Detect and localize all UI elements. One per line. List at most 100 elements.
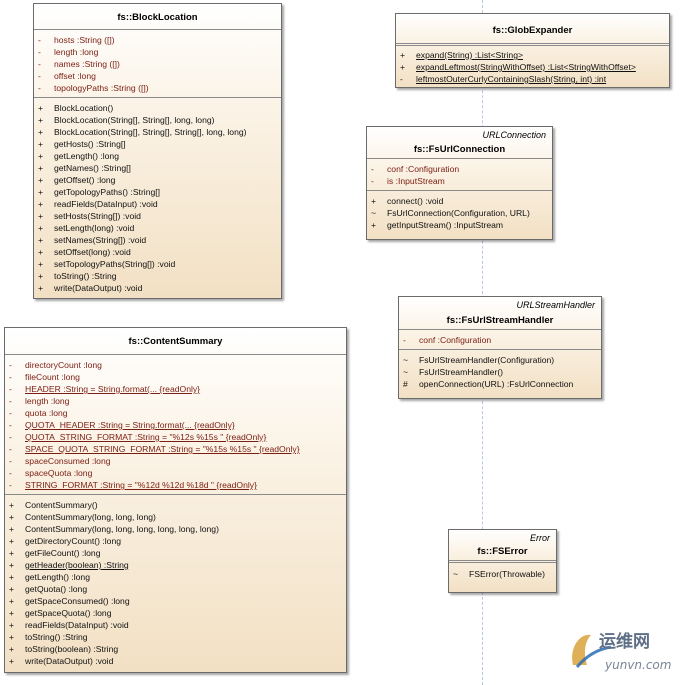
visibility-marker: +: [38, 235, 44, 245]
operation-text: getHosts() :String[]: [54, 139, 126, 149]
visibility-marker: -: [9, 384, 12, 394]
visibility-marker: ~: [403, 367, 409, 377]
operation-text: getFileCount() :long: [25, 548, 101, 558]
visibility-marker: +: [9, 584, 15, 594]
operation-text: ContentSummary(): [25, 500, 98, 510]
watermark-swoosh-icon: [572, 634, 612, 668]
operation-text: ContentSummary(long, long, long): [25, 512, 156, 522]
visibility-marker: +: [9, 560, 15, 570]
attribute-row: -directoryCount :long: [5, 359, 346, 371]
operation-row: ~FsUrlStreamHandler(): [399, 366, 601, 378]
operation-row: +ContentSummary(long, long, long, long, …: [5, 523, 346, 535]
operations-section: +ContentSummary() +ContentSummary(long, …: [5, 495, 346, 670]
class-block-location[interactable]: fs::BlockLocation -hosts :String ([]) -l…: [33, 3, 282, 299]
class-glob-expander[interactable]: fs::GlobExpander +expand(String) :List<S…: [395, 13, 670, 88]
operation-text: toString() :String: [25, 632, 88, 642]
class-stereotype: Error: [530, 533, 550, 543]
class-fs-url-stream-handler[interactable]: URLStreamHandler fs::FsUrlStreamHandler …: [398, 296, 602, 399]
visibility-marker: +: [9, 524, 15, 534]
operation-text: readFields(DataInput) :void: [25, 620, 129, 630]
visibility-marker: +: [38, 199, 44, 209]
attribute-row: -conf :Configuration: [399, 334, 601, 346]
operation-row: + setLength(long) :void: [34, 222, 281, 234]
visibility-marker: -: [38, 35, 41, 45]
operation-row: +write(DataOutput) :void: [34, 282, 281, 294]
visibility-marker: +: [371, 220, 377, 230]
operation-text: getQuota() :long: [25, 584, 88, 594]
class-title: fs::FSError: [477, 546, 528, 557]
attribute-row: -conf :Configuration: [367, 163, 552, 175]
operation-row: +ContentSummary(long, long, long): [5, 511, 346, 523]
class-title: fs::BlockLocation: [117, 12, 198, 23]
class-header: Error fs::FSError: [449, 530, 556, 561]
class-fs-url-connection[interactable]: URLConnection fs::FsUrlConnection -conf …: [366, 126, 553, 240]
attribute-text: fileCount :long: [25, 372, 80, 382]
attributes-section: -conf :Configuration: [399, 330, 601, 350]
visibility-marker: -: [371, 164, 374, 174]
attribute-text: length :long: [25, 396, 70, 406]
attribute-row: -is :InputStream: [367, 175, 552, 187]
visibility-marker: -: [9, 480, 12, 490]
visibility-marker: -: [38, 47, 41, 57]
visibility-marker: +: [38, 187, 44, 197]
class-header: URLStreamHandler fs::FsUrlStreamHandler: [399, 297, 601, 330]
operations-section: ~FSError(Throwable): [449, 563, 556, 583]
operation-row: +getSpaceQuota() :long: [5, 607, 346, 619]
attributes-section: [396, 44, 669, 46]
visibility-marker: ~: [453, 569, 459, 579]
class-title: fs::FsUrlStreamHandler: [446, 315, 554, 326]
operation-text: BlockLocation(String[], String[], long, …: [54, 115, 215, 125]
visibility-marker: ~: [371, 208, 377, 218]
visibility-marker: -: [9, 360, 12, 370]
visibility-marker: +: [9, 536, 15, 546]
attribute-text: QUOTA_STRING_FORMAT :String = "%12s %15s…: [25, 432, 267, 442]
operation-row: +toString(boolean) :String: [5, 643, 346, 655]
operation-text: expandLeftmost(StringWithOffset) :List<S…: [416, 62, 636, 72]
operations-section: +BlockLocation() +BlockLocation(String[]…: [34, 98, 281, 297]
attribute-row: -offset :long: [34, 70, 281, 82]
visibility-marker: +: [38, 223, 44, 233]
operation-row: +getNames() :String[]: [34, 162, 281, 174]
attribute-text: length :long: [54, 47, 99, 57]
visibility-marker: +: [38, 247, 44, 257]
class-fs-error[interactable]: Error fs::FSError ~FSError(Throwable): [448, 529, 557, 593]
class-content-summary[interactable]: fs::ContentSummary -directoryCount :long…: [4, 327, 347, 673]
operation-row: +setHosts(String[]) :void: [34, 210, 281, 222]
operation-text: FsUrlStreamHandler(Configuration): [419, 355, 555, 365]
attributes-section: -directoryCount :long - fileCount :long -…: [5, 355, 346, 495]
operation-text: setHosts(String[]) :void: [54, 211, 141, 221]
operation-text: BlockLocation(): [54, 103, 114, 113]
operations-section: +connect() :void ~FsUrlConnection(Config…: [367, 191, 552, 234]
attribute-text: SPACE_QUOTA_STRING_FORMAT :String = "%15…: [25, 444, 300, 454]
visibility-marker: -: [9, 432, 12, 442]
operation-row: +BlockLocation(String[], String[], long,…: [34, 114, 281, 126]
operation-row: +readFields(DataInput) :void: [34, 198, 281, 210]
operation-row: +getInputStream() :InputStream: [367, 219, 552, 231]
attribute-text: topologyPaths :String ([]): [54, 83, 149, 93]
operation-row: #openConnection(URL) :FsUrlConnection: [399, 378, 601, 390]
operation-text: getLength() :long: [25, 572, 90, 582]
operation-text: write(DataOutput) :void: [54, 283, 143, 293]
class-header: URLConnection fs::FsUrlConnection: [367, 127, 552, 159]
operation-row: ~FsUrlStreamHandler(Configuration): [399, 354, 601, 366]
visibility-marker: +: [371, 196, 377, 206]
operation-text: toString() :String: [54, 271, 117, 281]
visibility-marker: +: [9, 572, 15, 582]
visibility-marker: +: [400, 62, 406, 72]
visibility-marker: -: [403, 335, 406, 345]
attribute-row: -topologyPaths :String ([]): [34, 82, 281, 94]
operation-row: +toString() :String: [34, 270, 281, 282]
class-stereotype: URLConnection: [482, 130, 546, 140]
attribute-row: -STRING_FORMAT :String = "%12d %12d %18d…: [5, 479, 346, 491]
operation-row: -leftmostOuterCurlyContainingSlash(Strin…: [396, 73, 669, 85]
attribute-row: -spaceQuota :long: [5, 467, 346, 479]
attribute-text: QUOTA_HEADER :String = String.format(...…: [25, 420, 235, 430]
visibility-marker: -: [9, 420, 12, 430]
attribute-row: - length :long: [34, 46, 281, 58]
operation-row: +getHeader(boolean) :String: [5, 559, 346, 571]
visibility-marker: +: [38, 151, 44, 161]
operation-text: leftmostOuterCurlyContainingSlash(String…: [416, 74, 607, 84]
operation-text: setLength(long) :void: [54, 223, 135, 233]
class-title: fs::GlobExpander: [492, 25, 573, 36]
attributes-section: -hosts :String ([]) -length :long -names…: [34, 30, 281, 98]
